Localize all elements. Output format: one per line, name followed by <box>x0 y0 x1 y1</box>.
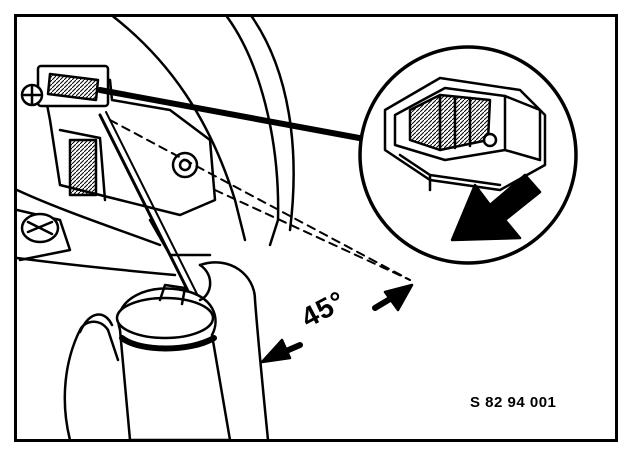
leader-line <box>97 87 373 143</box>
spray-tube <box>98 113 197 307</box>
reference-code: S 82 94 001 <box>470 394 557 411</box>
grommet <box>20 212 60 244</box>
connector <box>20 64 110 108</box>
hand <box>63 261 270 439</box>
detail-magnifier <box>358 45 578 265</box>
spray-tube-edge <box>105 111 201 301</box>
reference-lines <box>109 119 411 281</box>
spray-can <box>115 283 232 439</box>
angle-arrow <box>260 283 414 364</box>
